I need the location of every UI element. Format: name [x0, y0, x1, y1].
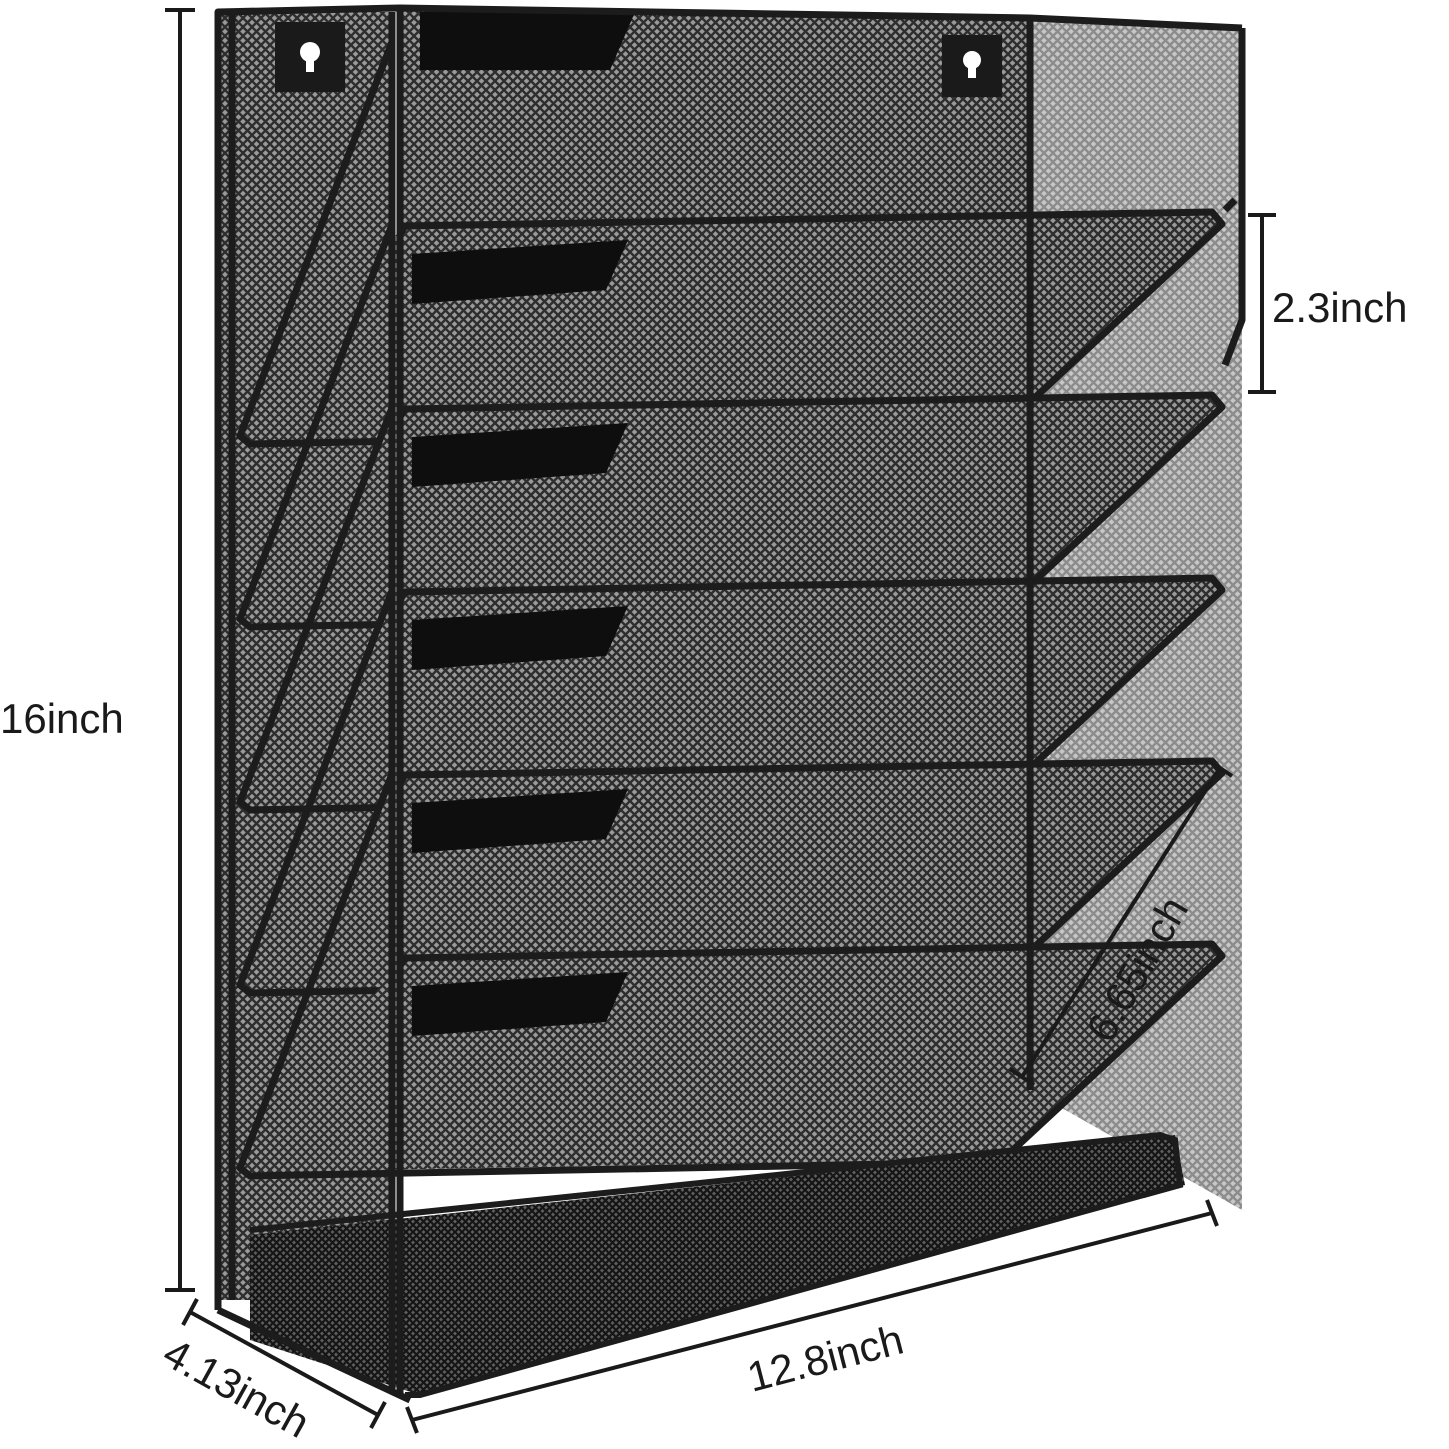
dimension-height	[165, 8, 195, 1292]
label-tab	[412, 606, 628, 670]
label-pocket-spacing: 2.3inch	[1272, 284, 1407, 331]
bottom-tray	[249, 1131, 1185, 1398]
label-tab-top	[420, 12, 635, 70]
pocket-wire-rim	[236, 40, 1226, 448]
dimension-pocket-spacing	[1248, 213, 1276, 394]
dimension-pocket-depth	[1008, 758, 1234, 1087]
pocket	[236, 589, 1226, 997]
pocket	[236, 406, 1226, 814]
keyhole-hanger-left	[275, 22, 345, 92]
dimension-depth	[181, 1298, 387, 1429]
pocket-wire-rim	[236, 589, 1226, 997]
pocket	[236, 223, 1226, 631]
label-tab	[412, 972, 628, 1036]
label-tab	[412, 240, 628, 304]
label-tab	[412, 789, 628, 853]
pocket	[236, 40, 1226, 448]
outer-frame	[214, 4, 1246, 1404]
dimension-width	[405, 1199, 1219, 1434]
pocket-group	[236, 40, 1226, 1180]
label-tab	[412, 423, 628, 487]
pocket	[236, 772, 1226, 1180]
keyhole-hanger-right	[942, 35, 1002, 97]
pocket-wire-rim	[236, 223, 1226, 631]
pocket-wire-rim	[236, 772, 1226, 1180]
pocket-wire-rim	[236, 406, 1226, 814]
label-height: 16inch	[0, 695, 124, 742]
